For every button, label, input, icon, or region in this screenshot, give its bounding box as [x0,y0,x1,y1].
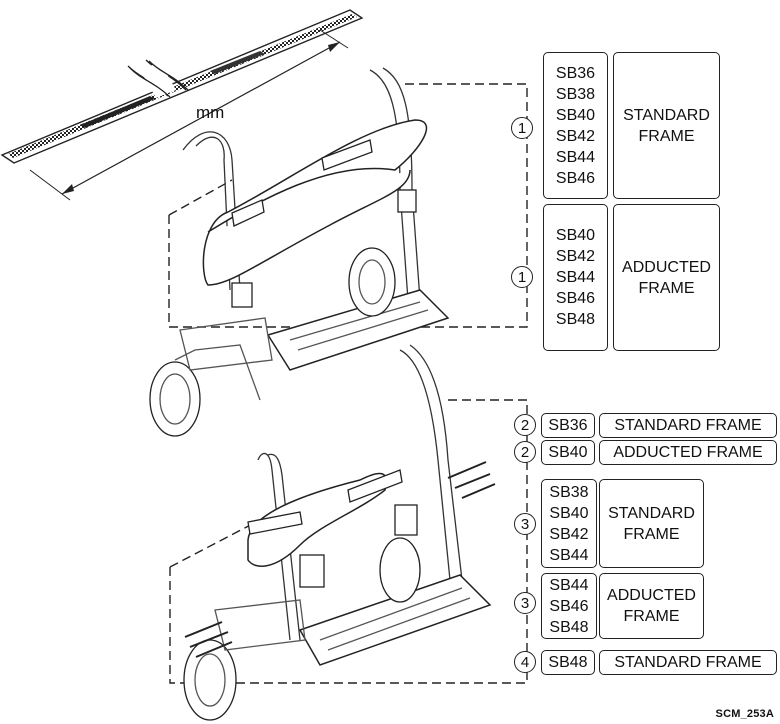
wheelchair-lower [183,344,496,721]
frame-label: ADDUCTED [622,258,711,276]
size-label: SB42 [555,127,596,145]
size-list: SB44 SB46 SB48 [541,573,597,639]
size-label: SB40 [549,504,589,522]
size-list: SB36 [541,413,595,438]
frame-label: STANDARD [623,106,710,124]
size-label: SB46 [555,169,596,187]
frame-type: STANDARD FRAME [613,52,720,199]
size-label: SB46 [555,290,596,307]
frame-type: ADDUCTED FRAME [613,204,720,351]
callout-number-2: 2 [514,414,536,436]
ruler-dimension-line [29,29,349,201]
size-label: SB48 [555,311,596,328]
callout-number-3: 3 [514,513,536,535]
size-list: SB40 SB42 SB44 SB46 SB48 [543,204,608,351]
ruler-strip [0,9,364,164]
wheelchair-upper [149,67,450,437]
frame-label: STANDARD FRAME [614,654,762,671]
figure-code: SCM_253A [715,708,774,720]
size-label: SB44 [555,148,596,166]
frame-label: ADDUCTED FRAME [613,444,763,461]
size-label: SB44 [549,546,589,564]
size-label: SB42 [549,525,589,543]
callout-number-1: 1 [511,117,533,139]
frame-type: STANDARD FRAME [599,650,777,675]
size-list: SB36 SB38 SB40 SB42 SB44 SB46 [543,52,608,199]
frame-type: STANDARD FRAME [599,479,704,568]
size-label: SB44 [549,576,589,594]
frame-label: FRAME [638,127,695,145]
size-label: SB48 [548,654,588,671]
size-list: SB40 [541,440,595,465]
callout-number-3: 3 [514,592,536,614]
frame-label: FRAME [638,279,695,297]
callout-frame-lower [169,399,528,684]
size-label: SB46 [549,597,589,615]
size-label: SB44 [555,269,596,286]
ruler-unit-label: mm [196,103,225,122]
size-label: SB40 [555,227,596,244]
size-label: SB40 [555,106,596,124]
size-label: SB42 [555,248,596,265]
frame-label: STANDARD [608,504,695,522]
size-label: SB36 [555,64,596,82]
size-list: SB48 [541,650,595,675]
size-label: SB40 [548,444,588,461]
size-list: SB38 SB40 SB42 SB44 [541,479,597,568]
frame-type: ADDUCTED FRAME [599,573,704,639]
callout-number-1: 1 [511,266,533,288]
frame-label: FRAME [623,525,680,543]
size-label: SB48 [549,618,589,636]
frame-type: ADDUCTED FRAME [599,440,777,465]
frame-type: STANDARD FRAME [599,413,777,438]
frame-label: ADDUCTED [607,587,696,604]
frame-label: FRAME [623,608,680,625]
size-label: SB38 [555,85,596,103]
frame-label: STANDARD FRAME [614,417,762,434]
callout-number-4: 4 [514,651,536,673]
callout-frame-upper [168,83,528,328]
size-label: SB38 [549,483,589,501]
size-label: SB36 [548,417,588,434]
callout-number-2: 2 [514,441,536,463]
